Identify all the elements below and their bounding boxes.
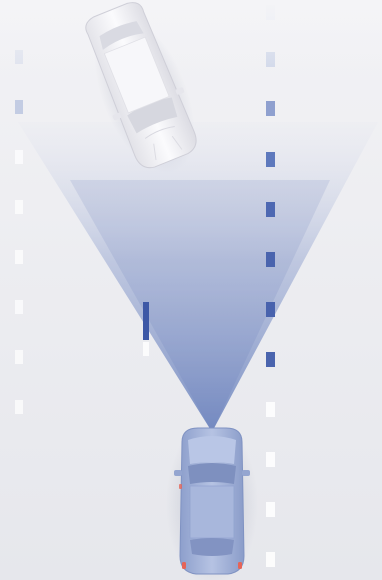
tail-light-right bbox=[238, 562, 242, 569]
center-lane-marking bbox=[143, 302, 149, 356]
tail-light-left bbox=[182, 562, 186, 569]
top-fade bbox=[0, 0, 382, 70]
ego-car-icon bbox=[166, 422, 258, 580]
